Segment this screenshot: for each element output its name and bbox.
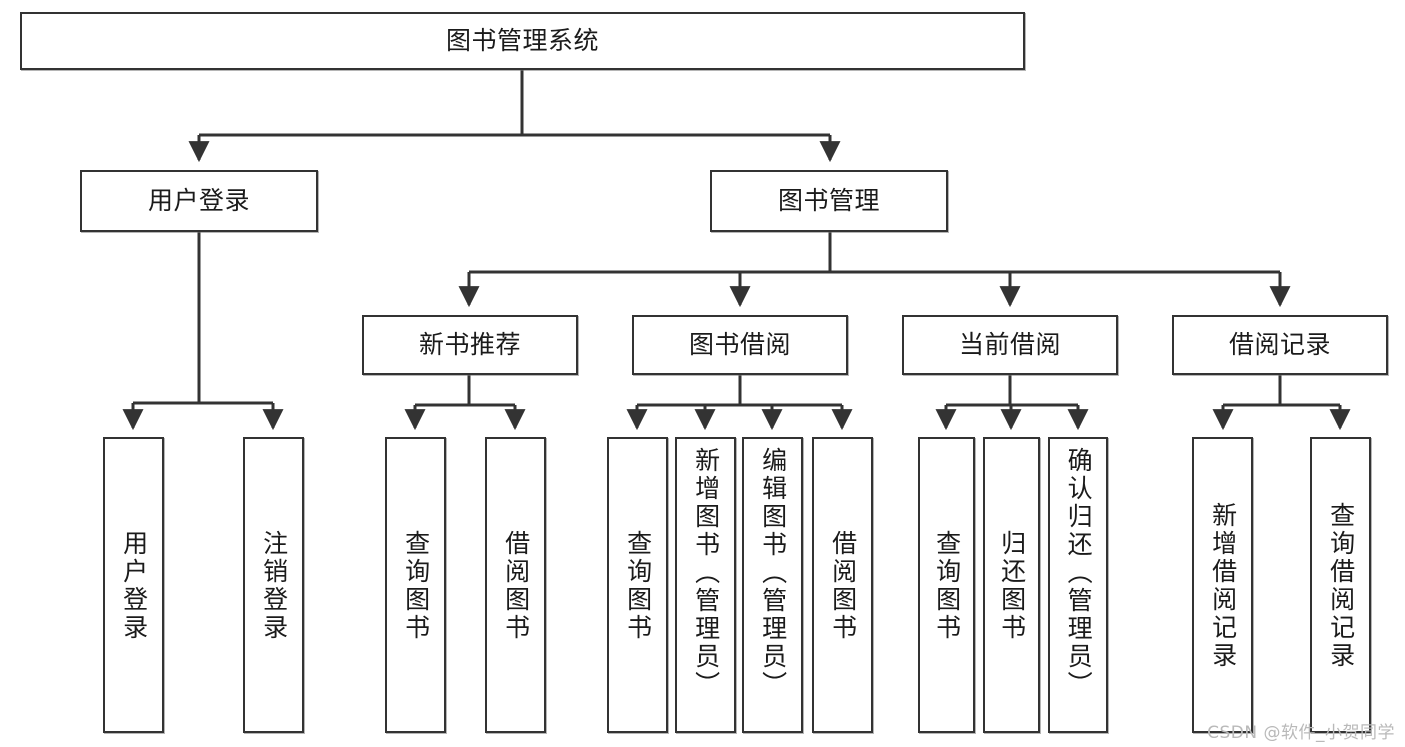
leaf-borrow-book-1-label: 借阅图书 <box>501 530 531 642</box>
node-root-system[interactable]: 图书管理系统 <box>20 12 1025 70</box>
node-current-borrow-label: 当前借阅 <box>958 329 1061 359</box>
node-new-book-recommend[interactable]: 新书推荐 <box>362 315 578 375</box>
node-current-borrow[interactable]: 当前借阅 <box>902 315 1118 375</box>
leaf-user-login-label: 用户登录 <box>119 530 149 642</box>
leaf-confirm-return-label: 确认归还（管理员） <box>1064 447 1094 699</box>
node-user-login[interactable]: 用户登录 <box>80 170 318 232</box>
leaf-add-book-label: 新增图书（管理员） <box>691 447 721 699</box>
leaf-return-book-label: 归还图书 <box>997 530 1027 642</box>
leaf-borrow-book-2-label: 借阅图书 <box>828 530 858 642</box>
leaf-add-book[interactable]: 新增图书（管理员） <box>675 437 736 733</box>
leaf-query-book-1[interactable]: 查询图书 <box>385 437 446 733</box>
leaf-query-book-3-label: 查询图书 <box>932 530 962 642</box>
leaf-query-book-1-label: 查询图书 <box>401 530 431 642</box>
leaf-query-book-2[interactable]: 查询图书 <box>607 437 668 733</box>
node-book-borrow[interactable]: 图书借阅 <box>632 315 848 375</box>
csdn-watermark: CSDN @软件_小贺同学 <box>1207 723 1395 743</box>
leaf-logout-login-label: 注销登录 <box>259 530 289 642</box>
leaf-confirm-return[interactable]: 确认归还（管理员） <box>1048 437 1108 733</box>
leaf-borrow-book-2[interactable]: 借阅图书 <box>812 437 873 733</box>
leaf-add-borrow-record[interactable]: 新增借阅记录 <box>1192 437 1253 733</box>
node-borrow-record-label: 借阅记录 <box>1228 329 1331 359</box>
leaf-query-book-3[interactable]: 查询图书 <box>918 437 975 733</box>
leaf-add-borrow-record-label: 新增借阅记录 <box>1208 502 1238 670</box>
leaf-edit-book[interactable]: 编辑图书（管理员） <box>742 437 803 733</box>
node-borrow-record[interactable]: 借阅记录 <box>1172 315 1388 375</box>
node-root-system-label: 图书管理系统 <box>445 25 599 55</box>
node-book-manage-label: 图书管理 <box>777 185 880 215</box>
node-book-borrow-label: 图书借阅 <box>688 329 791 359</box>
leaf-edit-book-label: 编辑图书（管理员） <box>758 447 788 699</box>
node-book-manage[interactable]: 图书管理 <box>710 170 948 232</box>
leaf-user-login[interactable]: 用户登录 <box>103 437 164 733</box>
leaf-query-borrow-record[interactable]: 查询借阅记录 <box>1310 437 1371 733</box>
leaf-return-book[interactable]: 归还图书 <box>983 437 1040 733</box>
leaf-query-borrow-record-label: 查询借阅记录 <box>1326 502 1356 670</box>
leaf-logout-login[interactable]: 注销登录 <box>243 437 304 733</box>
leaf-query-book-2-label: 查询图书 <box>623 530 653 642</box>
node-user-login-label: 用户登录 <box>147 185 250 215</box>
node-new-book-recommend-label: 新书推荐 <box>418 329 521 359</box>
leaf-borrow-book-1[interactable]: 借阅图书 <box>485 437 546 733</box>
